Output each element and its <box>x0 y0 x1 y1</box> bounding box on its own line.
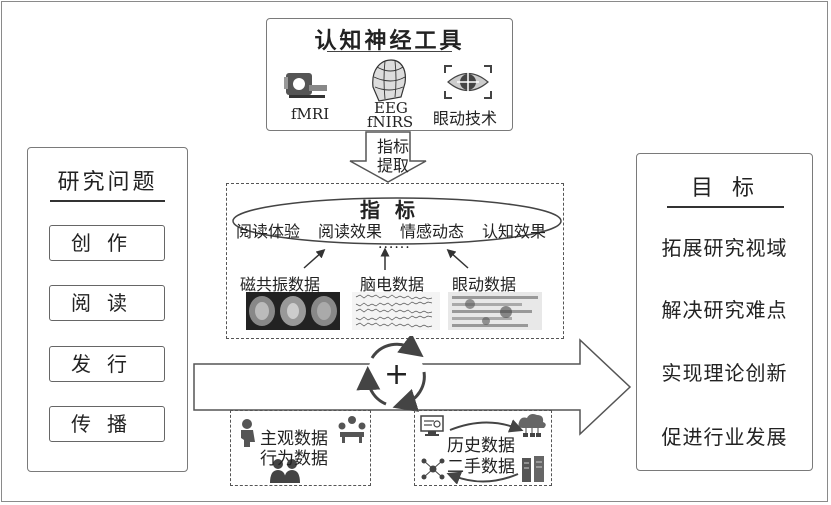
research-questions-panel: 研究问题 创作 阅读 发行 传播 <box>27 147 188 472</box>
eye-tracking-icon <box>444 65 492 99</box>
fnirs-label: fNIRS <box>367 113 414 131</box>
monitor-search-icon <box>420 415 444 436</box>
eeg-wave-image <box>352 292 440 330</box>
behavioral-data-label: 行为数据 <box>260 449 328 469</box>
tools-title-underline <box>327 51 452 52</box>
extract-label-line1: 指标 <box>377 137 410 156</box>
indicator-reading-effect: 阅读效果 <box>318 222 383 241</box>
extract-label-line2: 提取 <box>377 156 410 175</box>
eye-data-label: 眼动数据 <box>452 275 517 294</box>
research-item-distribution: 发行 <box>49 346 165 382</box>
research-item-communication: 传播 <box>49 406 165 442</box>
eye-tracking-label: 眼动技术 <box>433 109 498 128</box>
research-item-creation: 创作 <box>49 225 165 261</box>
indicators-ellipse <box>232 197 562 245</box>
tools-title: 认知神经工具 <box>314 28 465 54</box>
indicators-title: 指 标 <box>360 198 419 222</box>
goals-title: 目 标 <box>667 170 784 208</box>
network-nodes-icon <box>421 458 445 480</box>
exchange-arrows-icon <box>446 419 524 484</box>
people-icon <box>270 459 300 483</box>
eeg-cap-icon <box>372 59 406 102</box>
server-icon <box>522 456 544 482</box>
indicator-cognitive-effect: 认知效果 <box>482 222 547 241</box>
mri-data-label: 磁共振数据 <box>240 275 321 294</box>
historical-data-label: 历史数据 <box>447 436 515 456</box>
eeg-label: EEG <box>374 99 408 117</box>
goal-theory-innovation: 实现理论创新 <box>661 361 788 385</box>
goal-expand-vision: 拓展研究视域 <box>661 236 788 260</box>
indicator-emotion-dynamics: 情感动态 <box>400 222 465 241</box>
eeg-data-label: 脑电数据 <box>360 275 425 294</box>
subjective-data-label: 主观数据 <box>260 429 328 449</box>
data-to-indicator-arrows <box>303 247 469 270</box>
indicator-reading-experience: 阅读体验 <box>236 222 301 241</box>
historical-data-box <box>414 410 552 486</box>
thinking-person-icon <box>241 419 255 447</box>
fmri-scanner-icon <box>284 73 327 98</box>
goal-industry-development: 促进行业发展 <box>661 425 788 449</box>
indicators-box <box>226 183 564 339</box>
cycle-arrows-icon <box>356 336 426 412</box>
extract-down-arrow <box>349 131 427 183</box>
subjective-data-box <box>230 410 371 486</box>
research-title: 研究问题 <box>50 164 165 202</box>
goals-panel: 目 标 拓展研究视域 解决研究难点 实现理论创新 促进行业发展 <box>636 153 813 471</box>
goal-solve-difficulties: 解决研究难点 <box>661 298 788 322</box>
mri-scan-images <box>246 292 340 330</box>
eye-tracking-image <box>448 292 542 330</box>
meeting-group-icon <box>338 416 366 443</box>
plus-symbol: + <box>384 357 410 392</box>
cognitive-tools-box: 认知神经工具 fMRI EEG fNIRS 眼动技术 <box>266 18 513 131</box>
research-item-reading: 阅读 <box>49 285 165 321</box>
cloud-network-icon <box>518 414 546 437</box>
fmri-label: fMRI <box>291 105 330 123</box>
secondary-data-label: 二手数据 <box>447 457 515 477</box>
